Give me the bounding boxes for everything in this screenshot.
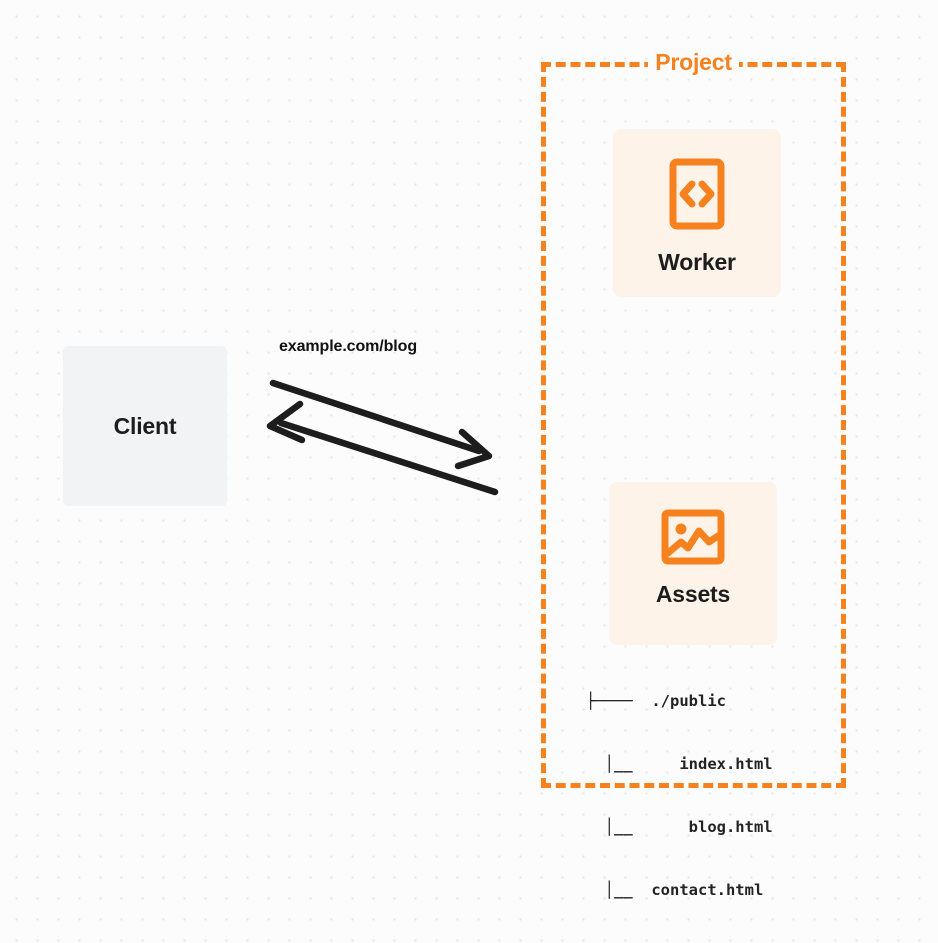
client-label: Client [113, 412, 177, 439]
file-tree-line: ├──── ./public [586, 692, 726, 710]
file-tree-line: │__ index.html [586, 755, 773, 773]
request-arrow [269, 379, 493, 470]
client-node[interactable]: Client [63, 346, 227, 506]
image-icon [661, 509, 725, 565]
assets-file-tree: ├──── ./public │__ index.html │__ blog.h… [586, 649, 773, 943]
code-file-icon [669, 158, 725, 230]
worker-label: Worker [658, 249, 736, 275]
response-arrow [266, 400, 499, 496]
connection-label: example.com/blog [279, 338, 417, 355]
file-tree-line: │__ blog.html [586, 818, 773, 836]
file-tree-line: │__ contact.html [586, 881, 764, 899]
assets-card[interactable]: Assets [609, 482, 777, 645]
diagram-canvas: Client example.com/blog Project Worker [63, 49, 846, 899]
assets-label: Assets [655, 581, 731, 607]
worker-card[interactable]: Worker [613, 129, 781, 297]
